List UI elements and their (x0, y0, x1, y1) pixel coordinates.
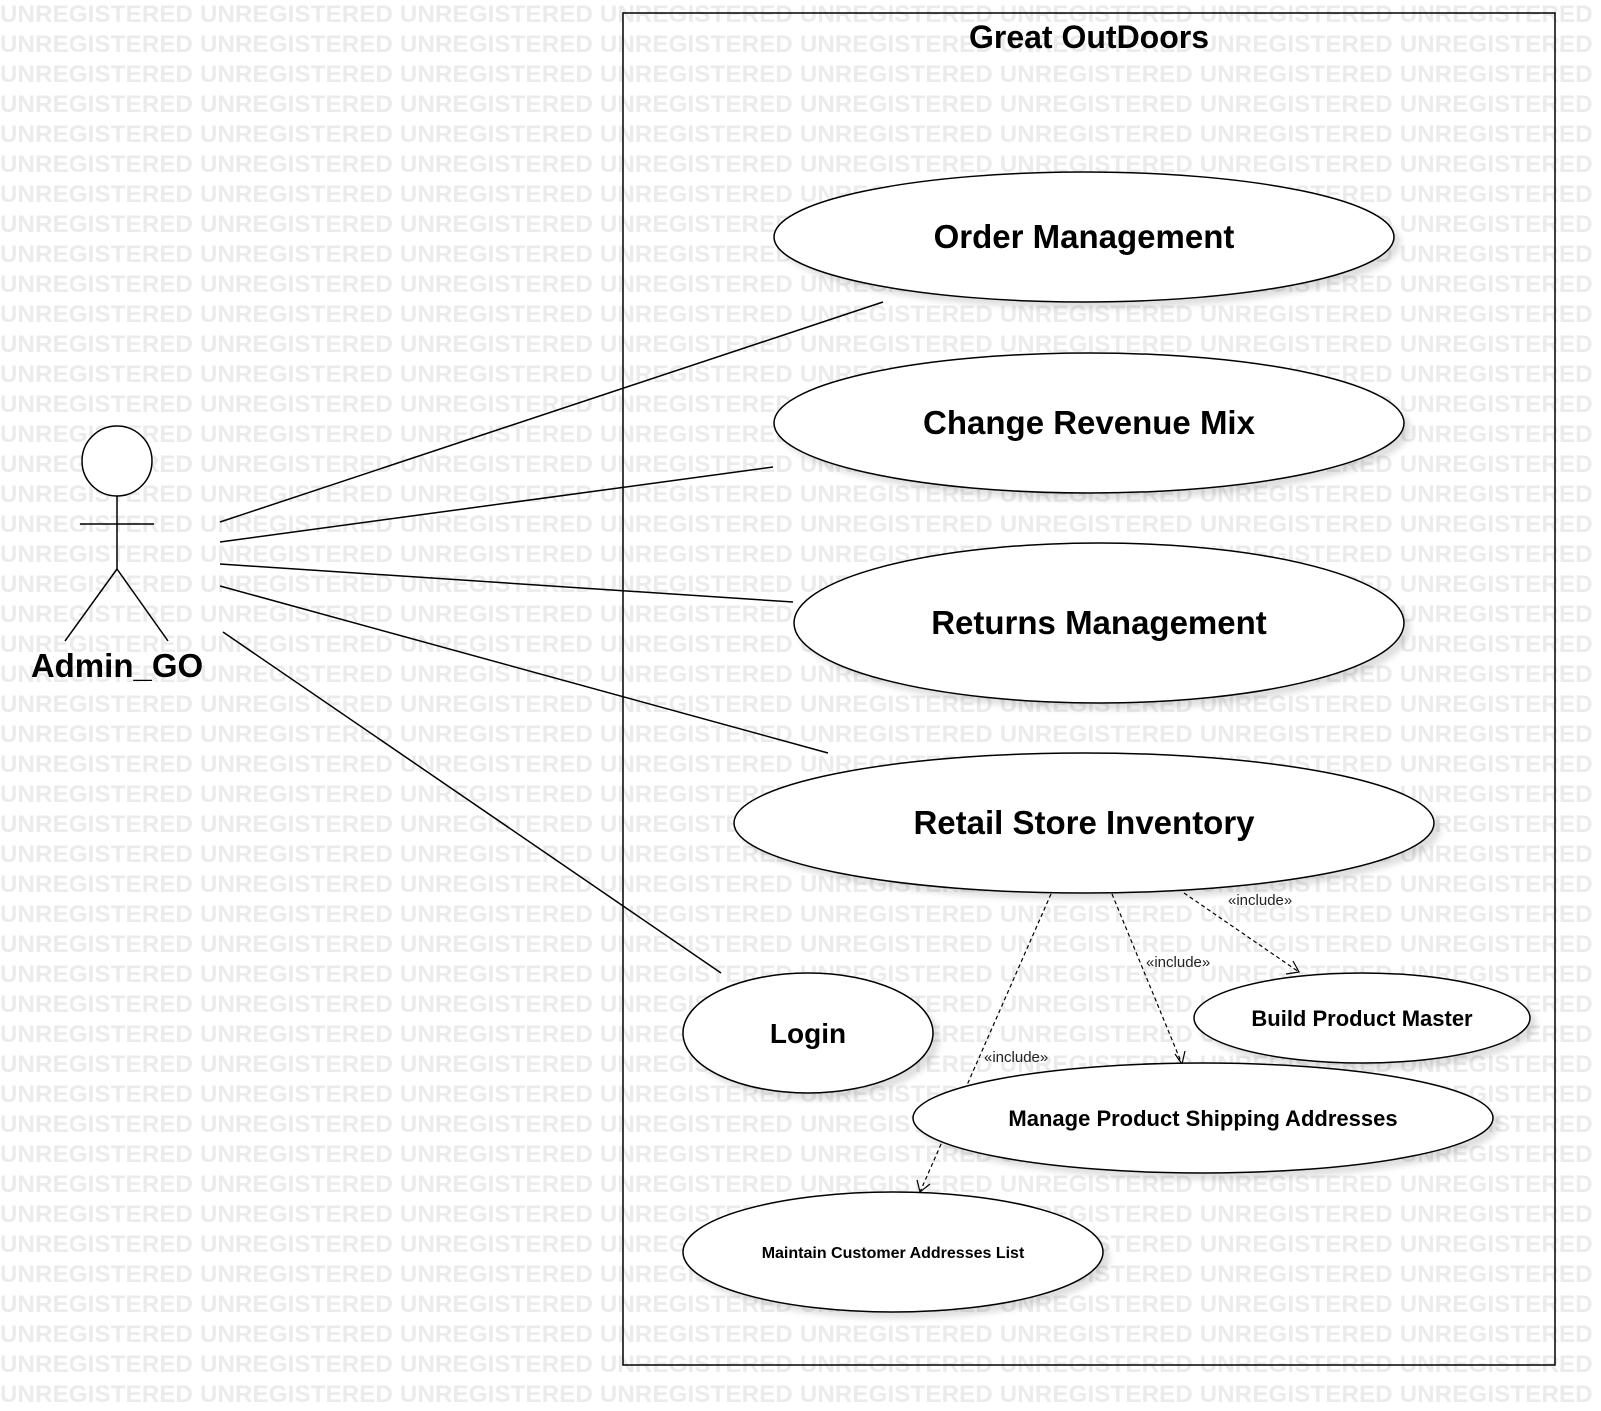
actor-name: Admin_GO (31, 647, 203, 684)
use-case-returns-management[interactable]: Returns Management (793, 542, 1405, 704)
use-case-ellipse[interactable] (793, 542, 1405, 704)
use-case-order-management[interactable]: Order Management (773, 171, 1395, 303)
include-label-maintain-customer-addresses: «include» (984, 1049, 1048, 1066)
actor-left-leg (64, 568, 118, 642)
use-case-ellipse[interactable] (912, 1062, 1494, 1174)
use-case-change-revenue-mix[interactable]: Change Revenue Mix (773, 352, 1405, 494)
system-title: Great OutDoors (969, 19, 1209, 55)
association-returns-management[interactable] (219, 563, 794, 603)
use-case-retail-store-inventory[interactable]: Retail Store Inventory (733, 752, 1435, 894)
association-order-management[interactable] (219, 301, 884, 523)
use-case-label: Retail Store Inventory (913, 804, 1255, 841)
use-case-label: Build Product Master (1251, 1006, 1473, 1031)
association-retail-store-inventory[interactable] (219, 585, 829, 754)
actor-right-leg (116, 568, 169, 642)
association-login[interactable] (222, 631, 722, 974)
include-dependencies (919, 892, 1300, 1193)
include-build-product-master[interactable] (1183, 892, 1300, 973)
use-case-label: Manage Product Shipping Addresses (1008, 1106, 1397, 1131)
use-case-ellipse[interactable] (682, 972, 934, 1094)
include-label-build-product-master: «include» (1228, 892, 1292, 909)
use-case-label: Change Revenue Mix (923, 404, 1256, 441)
use-case-ellipse[interactable] (773, 352, 1405, 494)
associations (219, 301, 884, 974)
include-maintain-customer-addresses[interactable] (919, 893, 1052, 1193)
arrowhead-manage-product-shipping (1174, 1050, 1186, 1066)
use-case-label: Maintain Customer Addresses List (762, 1245, 1025, 1262)
use-case-label: Login (770, 1018, 846, 1049)
arrowhead-maintain-customer-addresses (916, 1179, 931, 1194)
use-case-ellipse[interactable] (682, 1191, 1104, 1313)
include-manage-product-shipping[interactable] (1111, 893, 1183, 1065)
include-label-manage-product-shipping: «include» (1146, 954, 1210, 971)
use-case-ellipse[interactable] (1193, 972, 1531, 1064)
association-change-revenue-mix[interactable] (219, 466, 774, 543)
use-case-login[interactable]: Login (682, 972, 934, 1094)
use-case-ellipse[interactable] (733, 752, 1435, 894)
arrowhead-build-product-master (1285, 960, 1300, 975)
use-case-build-product-master[interactable]: Build Product Master (1193, 972, 1531, 1064)
use-case-label: Order Management (934, 218, 1235, 255)
use-case-manage-product-shipping-addresses[interactable]: Manage Product Shipping Addresses (912, 1062, 1494, 1174)
actor-head (81, 425, 153, 497)
system-boundary[interactable] (622, 12, 1556, 1366)
use-case-ellipse[interactable] (773, 171, 1395, 303)
use-case-maintain-customer-addresses-list[interactable]: Maintain Customer Addresses List (682, 1191, 1104, 1313)
use-case-label: Returns Management (931, 604, 1267, 641)
actor-figure-icon[interactable] (64, 425, 169, 642)
actor-admin-go[interactable]: Admin_GO (31, 425, 203, 684)
